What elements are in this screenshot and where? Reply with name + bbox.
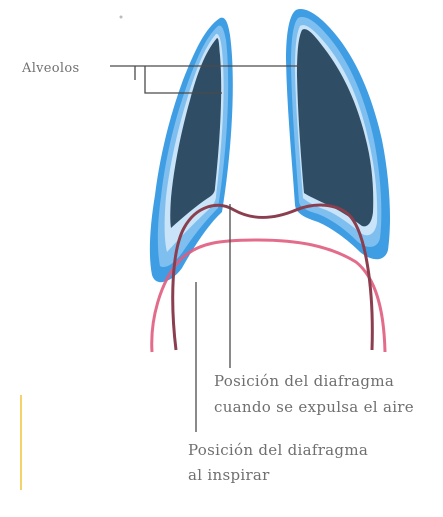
label-exhale-line2: cuando se expulsa el aire [214, 397, 414, 418]
label-inhale-line1: Posición del diafragma [188, 440, 368, 461]
right-lung [286, 9, 390, 259]
label-inhale-line2: al inspirar [188, 465, 270, 486]
yellow-margin-mark [20, 395, 22, 490]
label-alveolos: Alveolos [22, 58, 79, 79]
label-exhale-line1: Posición del diafragma [214, 371, 394, 392]
decorative-speck [120, 16, 123, 19]
